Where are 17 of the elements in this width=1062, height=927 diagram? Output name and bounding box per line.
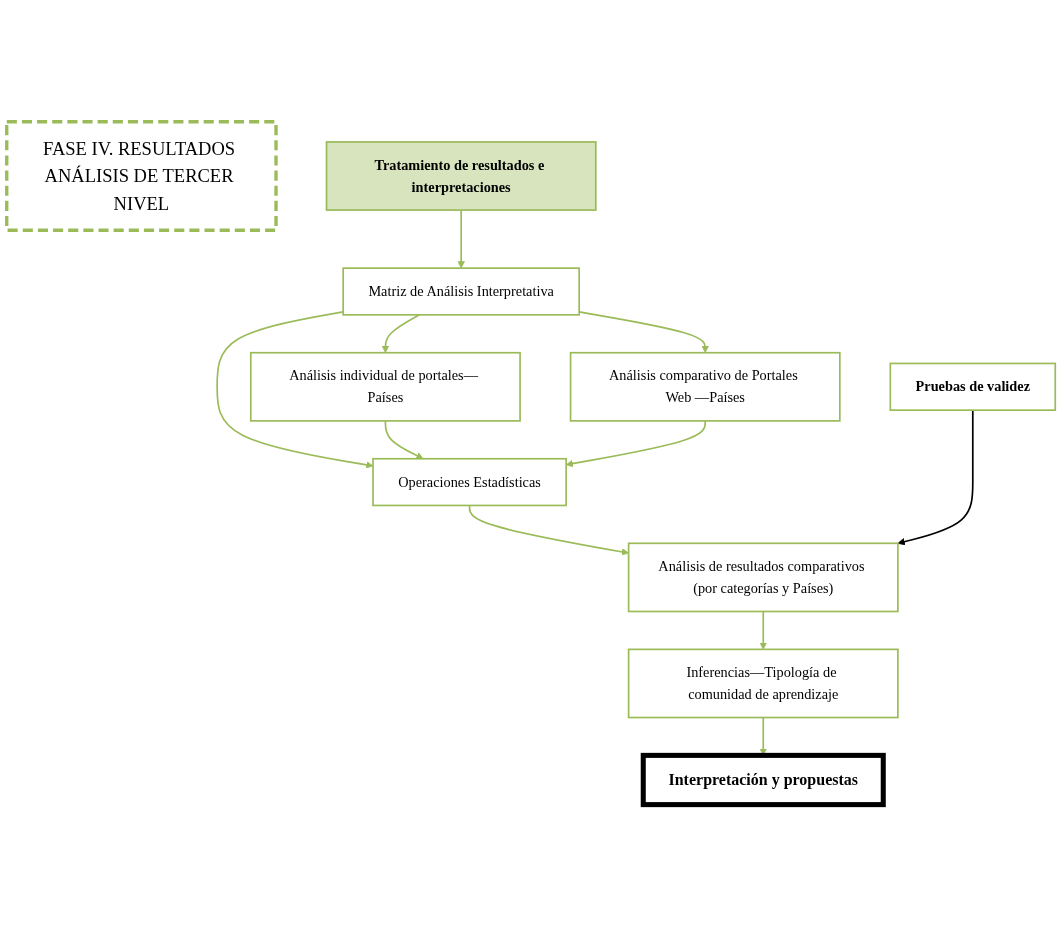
node-box: Análisis comparativo de Portales Web —Países xyxy=(569,352,841,423)
node-box: Análisis de resultados comparativos (por categorías y Países) xyxy=(627,542,899,613)
node-box: FASE IV. RESULTADOS ANÁLISIS DE TERCER NIVEL xyxy=(5,120,278,233)
node-box: Matriz de Análisis Interpretativa xyxy=(342,267,580,317)
node-box: Análisis individual de portales— Países xyxy=(249,352,521,423)
node-box: Interpretación y propuestas xyxy=(640,753,886,808)
node-box: Pruebas de validez xyxy=(889,362,1057,412)
arrow xyxy=(759,610,767,650)
arrow xyxy=(468,504,629,556)
arrow xyxy=(384,420,424,460)
arrow xyxy=(216,311,374,469)
arrow xyxy=(897,409,974,546)
node-box: Tratamiento de resultados e interpretaciones xyxy=(325,141,597,212)
arrow xyxy=(578,311,709,354)
arrow xyxy=(457,209,465,269)
node-box: Operaciones Estadísticas xyxy=(372,458,567,507)
node-box: Inferencias—Tipología de comunidad de aprendizaje xyxy=(627,648,899,719)
